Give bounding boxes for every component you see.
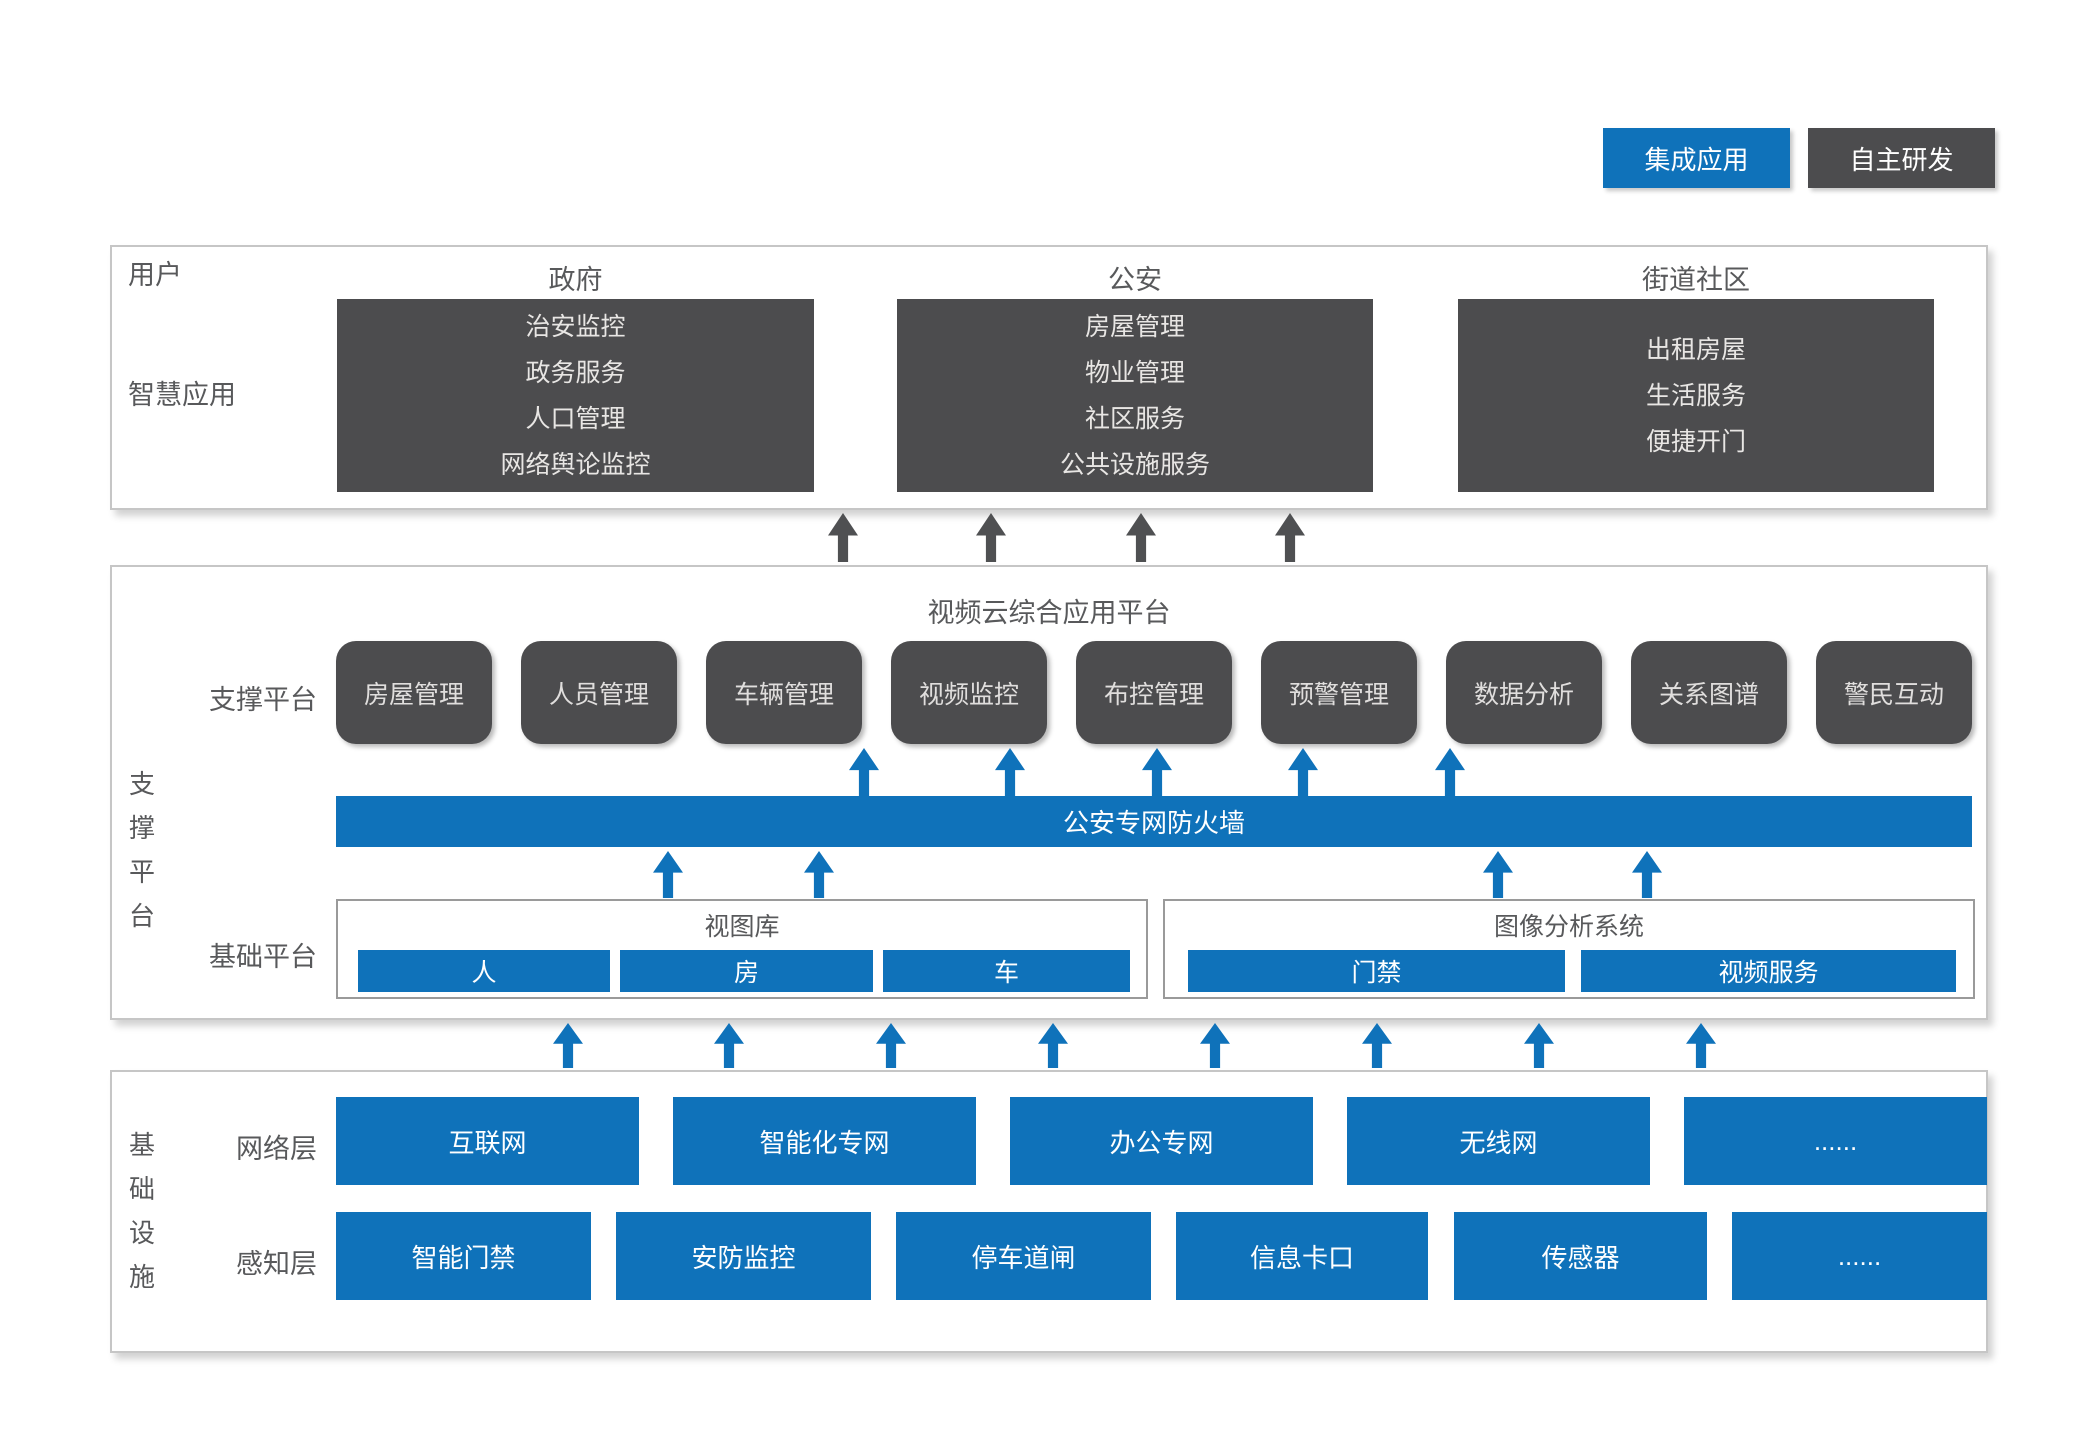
view-library-title: 视图库: [704, 913, 780, 941]
up-arrow-icon: [1126, 513, 1156, 562]
sensor-box-more: ......: [1732, 1212, 1987, 1300]
view-library-item-person: 人: [358, 950, 610, 992]
sensor-box-parking-gate: 停车道闸: [896, 1212, 1151, 1300]
column-title-government: 政府: [548, 265, 603, 295]
image-analysis-item-access: 门禁: [1188, 950, 1565, 992]
network-box-internet: 互联网: [336, 1097, 639, 1185]
community-apps-box: 出租房屋 生活服务 便捷开门: [1458, 299, 1934, 492]
infrastructure-side-label: 基础设施: [128, 1130, 155, 1292]
view-library-item-house: 房: [620, 950, 873, 992]
sensor-box-security-monitor: 安防监控: [616, 1212, 871, 1300]
legend-self-developed-label: 自主研发: [1849, 144, 1954, 175]
up-arrow-icon: [828, 513, 858, 562]
firewall-bar: 公安专网防火墙: [336, 796, 1972, 847]
image-analysis-title: 图像分析系统: [1493, 913, 1644, 941]
network-box-wireless: 无线网: [1347, 1097, 1650, 1185]
support-box-video: 视频监控: [891, 641, 1047, 744]
base-row-label: 基础平台: [209, 942, 317, 972]
up-arrow-icon: [1362, 1023, 1392, 1068]
app-item: 治安监控: [525, 312, 626, 341]
up-arrow-icon: [1200, 1023, 1230, 1068]
support-box-relation: 关系图谱: [1631, 641, 1787, 744]
up-arrow-icon: [1038, 1023, 1068, 1068]
view-library-item-vehicle: 车: [883, 950, 1130, 992]
legend-self-developed: 自主研发: [1808, 128, 1995, 188]
support-box-data: 数据分析: [1446, 641, 1602, 744]
up-arrow-icon: [876, 1023, 906, 1068]
up-arrow-icon: [714, 1023, 744, 1068]
sensor-box-smart-access: 智能门禁: [336, 1212, 591, 1300]
sensor-box-info-checkpoint: 信息卡口: [1176, 1212, 1428, 1300]
smart-apps-row-label: 智慧应用: [128, 380, 236, 410]
up-arrow-icon: [1275, 513, 1305, 562]
app-item: 人口管理: [525, 404, 626, 433]
support-box-police-citizen: 警民互动: [1816, 641, 1972, 744]
network-box-office-net: 办公专网: [1010, 1097, 1313, 1185]
legend-integrated-label: 集成应用: [1644, 144, 1749, 175]
support-box-warning: 预警管理: [1261, 641, 1417, 744]
image-analysis-group: 图像分析系统 门禁 视频服务: [1163, 899, 1975, 999]
network-row-label: 网络层: [236, 1134, 317, 1164]
legend-integrated-app: 集成应用: [1603, 128, 1790, 188]
sensor-box-sensor: 传感器: [1454, 1212, 1707, 1300]
app-item: 便捷开门: [1645, 427, 1746, 456]
support-box-control: 布控管理: [1076, 641, 1232, 744]
support-box-housing: 房屋管理: [336, 641, 492, 744]
network-box-intelligent-net: 智能化专网: [673, 1097, 976, 1185]
support-box-personnel: 人员管理: [521, 641, 677, 744]
up-arrow-icon: [1524, 1023, 1554, 1068]
platform-title: 视频云综合应用平台: [927, 598, 1171, 628]
app-item: 出租房屋: [1645, 335, 1746, 364]
support-row-label: 支撑平台: [209, 685, 317, 715]
app-item: 网络舆论监控: [500, 450, 651, 479]
sensor-row-label: 感知层: [236, 1249, 317, 1279]
up-arrow-icon: [1686, 1023, 1716, 1068]
app-item: 物业管理: [1084, 358, 1185, 387]
image-analysis-item-video-service: 视频服务: [1581, 950, 1956, 992]
column-title-police: 公安: [1108, 265, 1162, 295]
support-platform-side-label: 支撑平台: [128, 769, 155, 931]
up-arrow-icon: [553, 1023, 583, 1068]
up-arrow-icon: [976, 513, 1006, 562]
users-row-label: 用户: [128, 260, 182, 290]
app-item: 政务服务: [525, 358, 626, 387]
government-apps-box: 治安监控 政务服务 人口管理 网络舆论监控: [337, 299, 814, 492]
support-box-vehicle: 车辆管理: [706, 641, 862, 744]
app-item: 公共设施服务: [1059, 450, 1210, 479]
firewall-label: 公安专网防火墙: [1062, 808, 1245, 838]
app-item: 房屋管理: [1084, 312, 1185, 341]
app-item: 生活服务: [1645, 381, 1746, 410]
police-apps-box: 房屋管理 物业管理 社区服务 公共设施服务: [897, 299, 1373, 492]
app-item: 社区服务: [1084, 404, 1185, 433]
network-box-more: ......: [1684, 1097, 1987, 1185]
view-library-group: 视图库 人 房 车: [336, 899, 1148, 999]
column-title-community: 街道社区: [1642, 265, 1750, 295]
